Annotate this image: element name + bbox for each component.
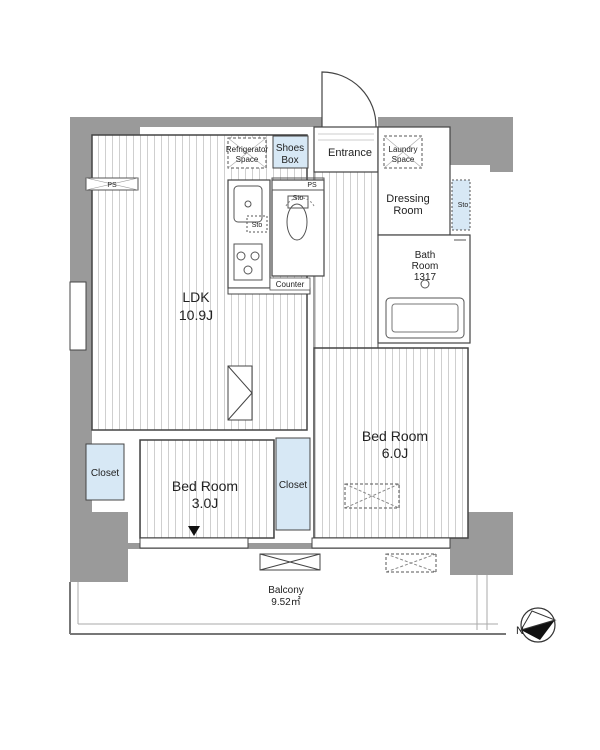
windows bbox=[69, 281, 451, 549]
refrigerator-line2: Space bbox=[236, 155, 259, 164]
bath-line2: Room bbox=[412, 261, 439, 272]
sto-kitchen-label: Sto bbox=[252, 222, 263, 229]
kitchen-counter bbox=[227, 179, 311, 295]
dressing-storage bbox=[451, 179, 471, 231]
entrance-area bbox=[313, 71, 379, 173]
bath-size: 1317 bbox=[414, 272, 437, 283]
shoes-box-line1: Shoes bbox=[276, 143, 304, 154]
ps-wc-label: PS bbox=[307, 182, 317, 189]
refrigerator-space bbox=[227, 137, 267, 169]
ldk-name: LDK bbox=[182, 289, 210, 305]
balcony-size: 9.52㎡ bbox=[271, 596, 300, 608]
toilet-room bbox=[271, 177, 325, 277]
balcony-area bbox=[69, 553, 506, 635]
refrigerator-line1: Refrigerator bbox=[226, 145, 269, 154]
bedroom-small-size: 3.0J bbox=[192, 495, 218, 511]
ps-top-label: PS bbox=[107, 182, 117, 189]
ldk-hatch bbox=[227, 365, 253, 421]
utility-area bbox=[377, 126, 471, 236]
room-labels: LDK 10.9J Bed Room 6.0J Bed Room 3.0J En… bbox=[172, 147, 438, 608]
balcony-ac-mark bbox=[385, 553, 437, 573]
counter-label: Counter bbox=[276, 280, 305, 289]
compass-label: N bbox=[516, 625, 524, 637]
kitchen-storage bbox=[246, 215, 268, 233]
laundry-line2: Space bbox=[392, 155, 415, 164]
bedroom-large-name: Bed Room bbox=[362, 428, 428, 444]
closet-middle bbox=[275, 437, 311, 531]
compass-icon bbox=[519, 607, 557, 643]
sto-dressing-label: Sto bbox=[458, 202, 469, 209]
storage-hatch-large bbox=[344, 483, 400, 509]
closet-small-label: Closet bbox=[91, 468, 120, 479]
ps-box-top bbox=[85, 177, 139, 191]
shoes-box-line2: Box bbox=[281, 155, 298, 166]
bedroom-small-name: Bed Room bbox=[172, 478, 238, 494]
wc-ps-box bbox=[271, 177, 325, 191]
dressing-line2: Room bbox=[393, 205, 422, 217]
closet-small bbox=[85, 443, 125, 501]
entrance-name: Entrance bbox=[328, 147, 372, 159]
sto-wc-label: Sto bbox=[293, 195, 304, 202]
balcony-name: Balcony bbox=[268, 585, 304, 596]
entrance-door-swing bbox=[321, 71, 377, 128]
closet-middle-label: Closet bbox=[279, 480, 308, 491]
fixture-labels: Refrigerator Space Shoes Box Laundry Spa… bbox=[91, 143, 524, 637]
laundry-line1: Laundry bbox=[389, 145, 418, 154]
shoes-box bbox=[272, 135, 309, 169]
ldk-size: 10.9J bbox=[179, 307, 213, 323]
counter-box bbox=[269, 277, 311, 291]
entrance-marker-icon bbox=[188, 526, 200, 536]
bedroom-large-size: 6.0J bbox=[382, 445, 408, 461]
bath-line1: Bath bbox=[415, 250, 436, 261]
bedroom-large-floor bbox=[313, 347, 469, 539]
bathroom bbox=[377, 234, 471, 344]
dressing-line1: Dressing bbox=[386, 193, 429, 205]
